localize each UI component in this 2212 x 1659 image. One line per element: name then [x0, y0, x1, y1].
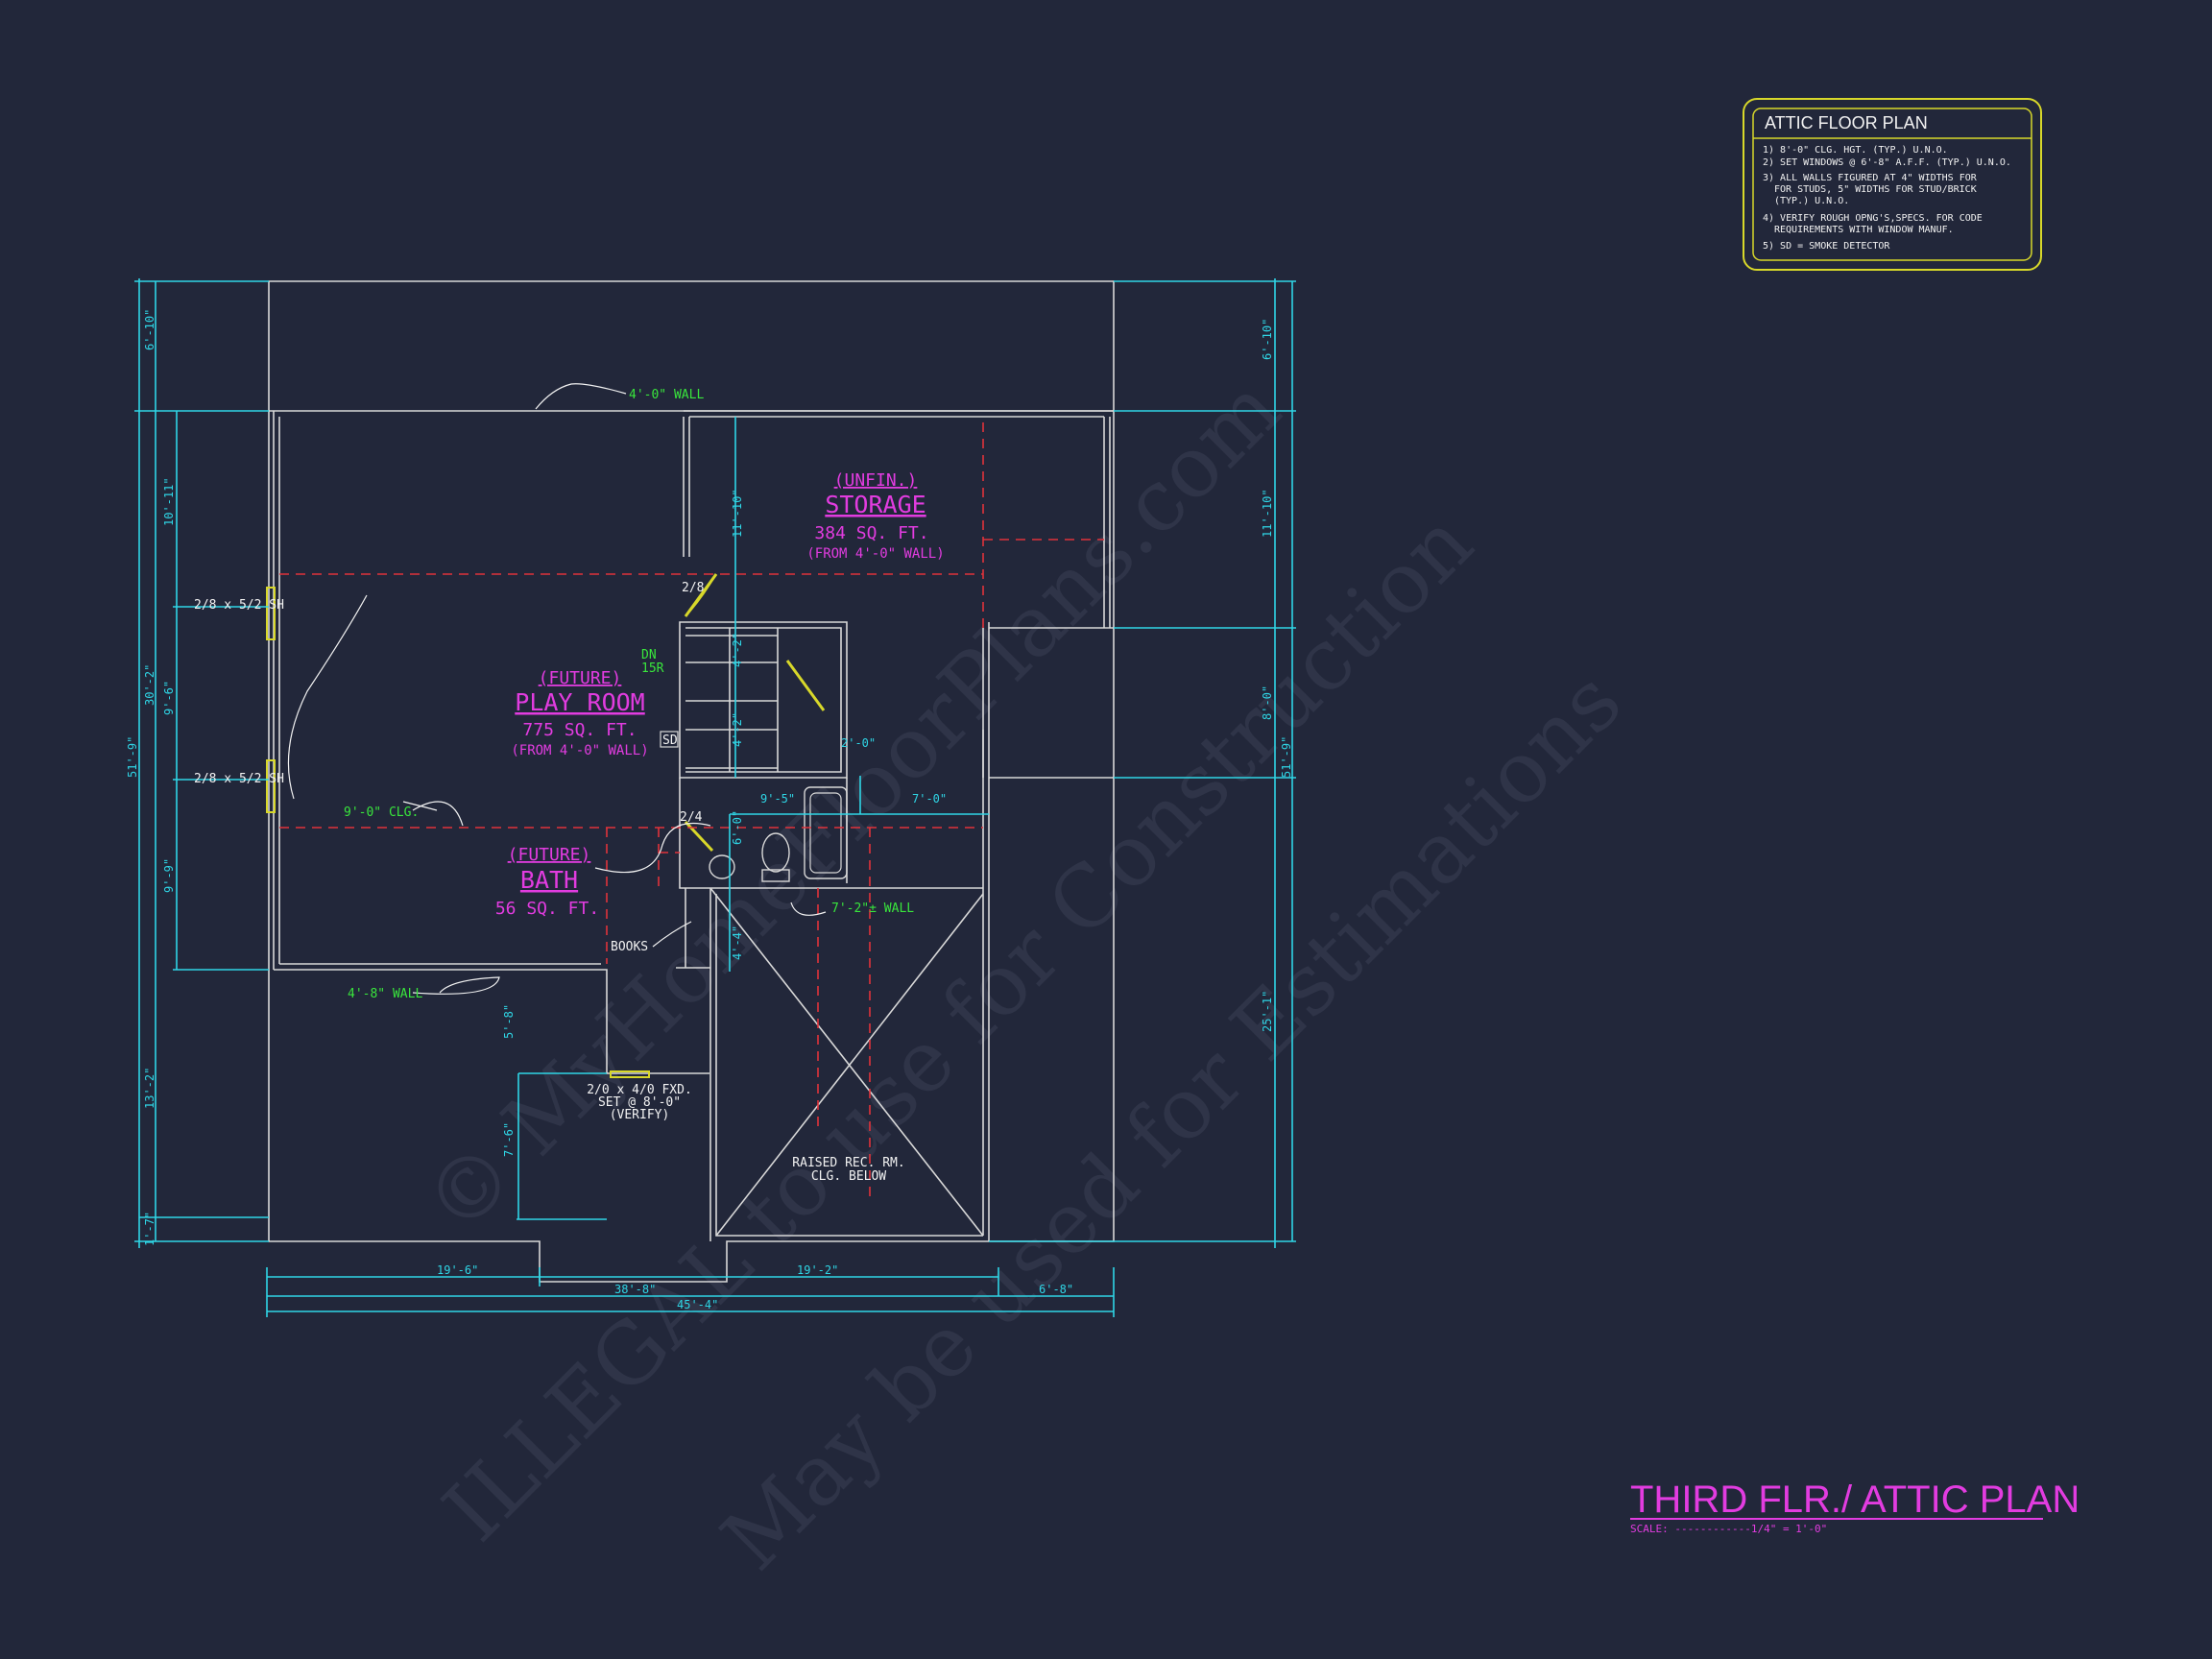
- dimension-text: 11'-10": [731, 489, 744, 538]
- dimension-text: 6'-8": [1039, 1283, 1073, 1296]
- dimension-texts: 6'-10" 10'-11" 30'-2" 9'-6" 9'-9" 51'-9"…: [126, 309, 1293, 1311]
- room-bath: (FUTURE) BATH 56 SQ. FT.: [495, 845, 599, 919]
- title-block-note: 5) SD = SMOKE DETECTOR: [1763, 241, 1890, 252]
- ceiling-note: 9'-0" CLG.: [344, 805, 419, 820]
- dimension-text: 7'-6": [502, 1122, 516, 1157]
- wall-note-bottom: 4'-8" WALL: [348, 987, 422, 1001]
- wall-note-half: 7'-2"± WALL: [831, 902, 914, 916]
- dimension-text: 6'-10": [143, 309, 156, 350]
- annotations: 4'-0" WALL 4'-8" WALL 7'-2"± WALL 9'-0" …: [194, 388, 914, 1184]
- dimension-text: 4'-2": [731, 633, 744, 667]
- storage-area: 384 SQ. FT.: [814, 523, 928, 543]
- title-block-note: 3) ALL WALLS FIGURED AT 4" WIDTHS FOR: [1763, 173, 1978, 183]
- dimension-text: 11'-10": [1261, 489, 1274, 538]
- bath-pre: (FUTURE): [508, 845, 591, 865]
- dimension-text: 38'-8": [614, 1283, 656, 1296]
- window-label: 2/8 x 5/2 SH: [194, 772, 284, 786]
- title-block-heading: ATTIC FLOOR PLAN: [1765, 113, 1928, 132]
- room-storage: (UNFIN.) STORAGE 384 SQ. FT. (FROM 4'-0"…: [806, 470, 944, 562]
- drawing-title: THIRD FLR./ ATTIC PLAN SCALE: ----------…: [1630, 1479, 2080, 1535]
- dimension-text: 30'-2": [143, 664, 156, 706]
- ceiling-lines: [279, 422, 1104, 1200]
- dimension-text: 4'-2": [731, 712, 744, 747]
- title-block-note: 2) SET WINDOWS @ 6'-8" A.F.F. (TYP.) U.N…: [1763, 157, 2011, 168]
- fixed-window-label: SET @ 8'-0": [598, 1095, 681, 1110]
- smoke-detector-label: SD: [662, 733, 678, 748]
- bath-name: BATH: [520, 866, 578, 894]
- books-label: BOOKS: [611, 940, 648, 954]
- room-play-room: (FUTURE) PLAY ROOM 775 SQ. FT. (FROM 4'-…: [511, 668, 648, 758]
- dimension-text: 10'-11": [162, 477, 176, 526]
- play-room-name: PLAY ROOM: [515, 688, 644, 716]
- stair-down-label: DN: [641, 648, 657, 662]
- doors: [266, 573, 826, 1078]
- watermark: © MyHomeFloorPlans.com ILLEGAL to use fo…: [405, 359, 1640, 1589]
- dimension-text: 9'-5": [760, 792, 795, 805]
- dimension-text: 6'-0": [731, 810, 744, 845]
- fixed-window-label: 2/0 x 4/0 FXD.: [587, 1083, 692, 1097]
- title-block-note: 4) VERIFY ROUGH OPNG'S,SPECS. FOR CODE: [1763, 213, 1983, 224]
- title-block-note: 1) 8'-0" CLG. HGT. (TYP.) U.N.O.: [1763, 145, 1948, 156]
- dimension-text: 7'-0": [912, 792, 947, 805]
- dimension-text: 1'-7": [143, 1212, 156, 1246]
- dimension-text: 51'-9": [1280, 736, 1293, 778]
- play-room-note: (FROM 4'-0" WALL): [511, 743, 648, 758]
- title-block-note: FOR STUDS, 5" WIDTHS FOR STUD/BRICK: [1774, 184, 1977, 195]
- dimension-text: 25'-1": [1261, 991, 1274, 1032]
- interior-walls: [273, 410, 1114, 1241]
- dimension-text: 19'-6": [437, 1263, 478, 1277]
- storage-note: (FROM 4'-0" WALL): [806, 546, 944, 562]
- title-block-note: REQUIREMENTS WITH WINDOW MANUF.: [1774, 225, 1954, 235]
- door-label: 2/4: [680, 810, 703, 825]
- dimension-text: 51'-9": [126, 736, 139, 778]
- play-room-pre: (FUTURE): [539, 668, 622, 688]
- fixed-window-label: (VERIFY): [610, 1108, 670, 1122]
- dimension-text: 13'-2": [143, 1068, 156, 1109]
- title-block-note: (TYP.) U.N.O.: [1774, 196, 1849, 206]
- raised-room-label: CLG. BELOW: [811, 1169, 886, 1184]
- dimension-lines: [134, 278, 1296, 1317]
- drawing-title-text: THIRD FLR./ ATTIC PLAN: [1630, 1479, 2080, 1521]
- building-outline: [268, 280, 1115, 1283]
- dimension-text: 9'-6": [162, 681, 176, 715]
- window-label: 2/8 x 5/2 SH: [194, 598, 284, 613]
- dimension-text: 9'-9": [162, 858, 176, 893]
- play-room-area: 775 SQ. FT.: [522, 720, 637, 740]
- dimension-text: 5'-8": [502, 1004, 516, 1039]
- drawing-scale: SCALE: ------------1/4" = 1'-0": [1630, 1523, 1827, 1535]
- dimension-text: 2'-0": [841, 736, 876, 750]
- door-label: 2/8: [682, 581, 704, 595]
- dimension-text: 8'-0": [1261, 685, 1274, 720]
- stair-risers-label: 15R: [641, 661, 664, 676]
- bath-area: 56 SQ. FT.: [495, 899, 599, 919]
- storage-name: STORAGE: [825, 491, 926, 518]
- storage-pre: (UNFIN.): [834, 470, 918, 491]
- dimension-text: 4'-4": [731, 926, 744, 960]
- dimension-text: 19'-2": [797, 1263, 838, 1277]
- title-block: ATTIC FLOOR PLAN 1) 8'-0" CLG. HGT. (TYP…: [1743, 98, 2042, 271]
- dimension-text: 45'-4": [677, 1298, 718, 1311]
- dimension-text: 6'-10": [1261, 319, 1274, 360]
- wall-note-top: 4'-0" WALL: [629, 388, 704, 402]
- leader-lines: [287, 383, 827, 995]
- raised-room-label: RAISED REC. RM.: [792, 1156, 904, 1170]
